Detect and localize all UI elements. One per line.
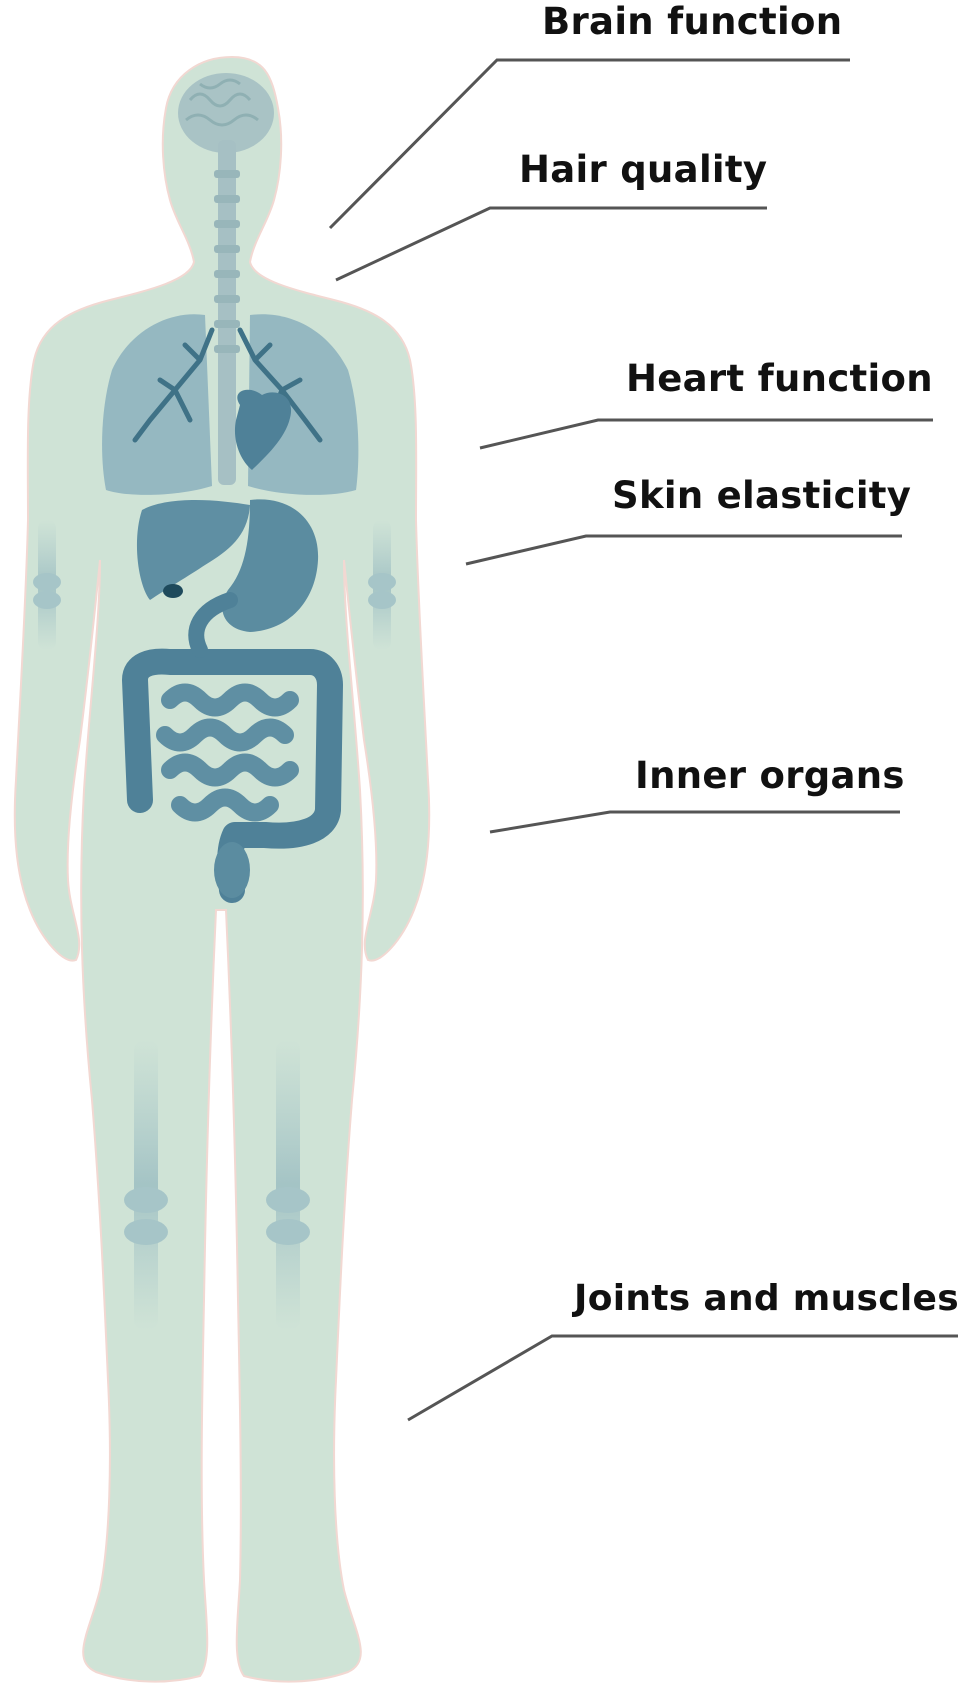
rectum — [214, 842, 250, 898]
label-brain-function: Brain function — [542, 0, 842, 43]
spine — [218, 140, 236, 485]
joints-leader-line — [408, 1336, 958, 1420]
label-hair-quality: Hair quality — [519, 148, 767, 191]
label-heart-function: Heart function — [626, 357, 933, 400]
skin-leader-line — [466, 536, 902, 564]
organs-leader-line — [490, 812, 900, 832]
heart-leader-line — [480, 420, 933, 448]
hair-leader-line — [336, 208, 767, 280]
brain-leader-line — [330, 60, 850, 228]
label-skin-elasticity: Skin elasticity — [612, 474, 911, 517]
label-joints-and-muscles: Joints and muscles — [574, 1278, 958, 1319]
gallbladder — [163, 584, 183, 598]
label-inner-organs: Inner organs — [635, 754, 905, 797]
